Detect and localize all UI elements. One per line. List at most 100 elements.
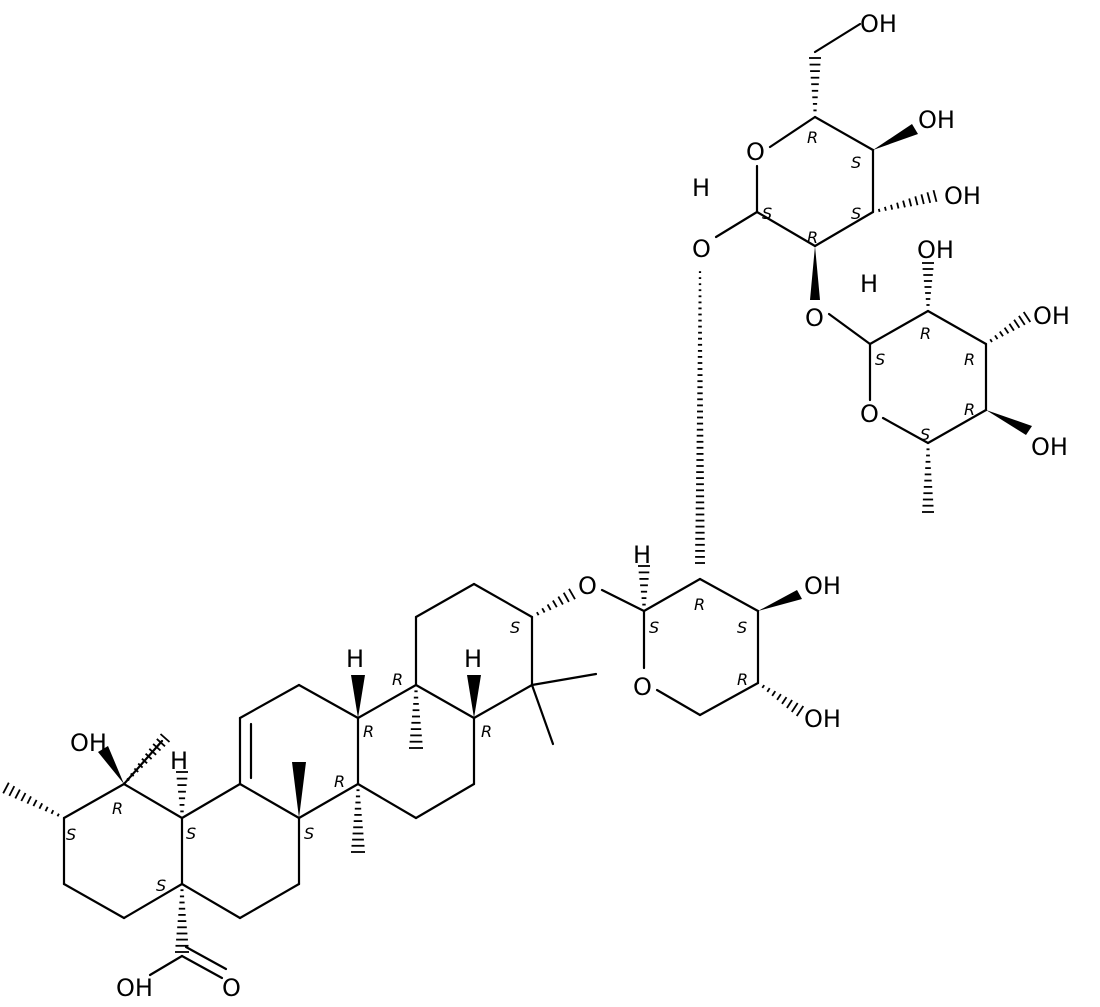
atom-label-oh: OH — [860, 10, 897, 38]
stereo-label: S — [875, 350, 885, 369]
hash-segment — [781, 696, 788, 705]
hash-segment — [791, 702, 799, 713]
hash-segment — [914, 196, 919, 206]
bond — [600, 588, 646, 613]
hash-segment — [562, 592, 570, 603]
bond — [62, 882, 126, 920]
bond-double-inner — [184, 945, 228, 971]
bond — [755, 210, 817, 248]
hash-segment — [20, 792, 27, 802]
bond — [180, 782, 242, 820]
hash-segment — [1013, 319, 1021, 329]
hash-segment — [1008, 323, 1015, 332]
wedge — [292, 762, 306, 818]
atom-label-h: H — [692, 174, 710, 202]
bond — [180, 882, 242, 920]
hash-segment — [32, 799, 38, 807]
stereo-label: R — [920, 324, 931, 343]
bond — [148, 954, 184, 977]
stereo-label: S — [649, 618, 659, 637]
hash-segment — [44, 806, 49, 812]
hash-segment — [2, 782, 10, 794]
hash-segment — [771, 690, 777, 697]
hash-segment — [133, 767, 139, 773]
hash-segment — [776, 693, 782, 701]
hash-segment — [26, 795, 32, 805]
hash-segment — [152, 743, 162, 752]
wedge — [351, 675, 365, 718]
bond — [180, 954, 224, 980]
hash-segment — [159, 733, 171, 743]
bond — [926, 309, 988, 346]
bond — [768, 115, 817, 149]
hash-segment — [557, 596, 564, 605]
atom-label-o: O — [746, 138, 765, 166]
stereo-label: S — [66, 825, 76, 844]
bond — [414, 782, 476, 820]
atom-label-oh: OH — [944, 182, 981, 210]
hash-segment — [38, 802, 43, 810]
hash-segment — [926, 192, 932, 204]
hash-segment — [50, 809, 55, 815]
hash-segment — [536, 611, 540, 616]
hash-segment — [795, 705, 805, 717]
wedge — [758, 590, 802, 611]
atom-label-oh: OH — [918, 106, 955, 134]
atom-label-h: H — [170, 747, 188, 775]
bond — [868, 309, 930, 346]
bond — [655, 688, 702, 717]
hash-segment — [8, 785, 16, 797]
atom-label-o: O — [633, 673, 652, 701]
hash-segment — [14, 789, 21, 799]
stereo-label: R — [964, 350, 975, 369]
atom-label-oh: OH — [70, 729, 107, 757]
bond — [642, 577, 702, 613]
hash-segment — [126, 777, 130, 782]
bond — [122, 882, 184, 920]
wedge — [98, 746, 124, 784]
atom-label-o: O — [805, 304, 824, 332]
stereo-label: S — [737, 618, 747, 637]
hash-segment — [761, 684, 765, 689]
hash-segment — [156, 738, 166, 747]
stereo-label: R — [737, 670, 748, 689]
bond — [530, 672, 598, 687]
stereo-label: R — [392, 670, 403, 689]
hash-segment — [552, 600, 558, 608]
bond — [356, 683, 418, 720]
atom-label-oh: OH — [1033, 302, 1070, 330]
skeleton-bonds — [62, 22, 988, 980]
hash-segment — [568, 588, 576, 600]
wedge — [873, 124, 918, 150]
hash-segment — [786, 699, 793, 709]
hash-segment — [546, 603, 552, 611]
hash-segment — [994, 334, 999, 340]
bond — [698, 681, 760, 717]
hash-segment — [877, 208, 881, 213]
stereo-label: S — [851, 153, 861, 172]
bond — [472, 582, 534, 619]
bond — [414, 582, 476, 619]
hash-segment — [902, 200, 906, 208]
bond — [356, 782, 418, 820]
bond — [238, 683, 301, 720]
hash-segment — [884, 206, 887, 211]
bond — [530, 683, 555, 746]
stereo-label: R — [363, 722, 374, 741]
stereo-label: R — [334, 772, 345, 791]
wedge — [467, 675, 481, 718]
atom-label-h: H — [346, 645, 364, 673]
stereo-label: R — [112, 799, 123, 818]
hash-segment — [932, 189, 938, 203]
hash-segment — [1022, 311, 1032, 323]
atom-label-o: O — [860, 400, 879, 428]
bond — [472, 683, 534, 720]
hash-segment — [130, 772, 135, 777]
stereo-label: R — [694, 595, 705, 614]
stereo-label: S — [304, 824, 314, 843]
hash-segment — [989, 338, 993, 343]
hash-segment — [920, 194, 925, 205]
hash-segment — [999, 331, 1004, 337]
hash-segment — [541, 607, 546, 613]
